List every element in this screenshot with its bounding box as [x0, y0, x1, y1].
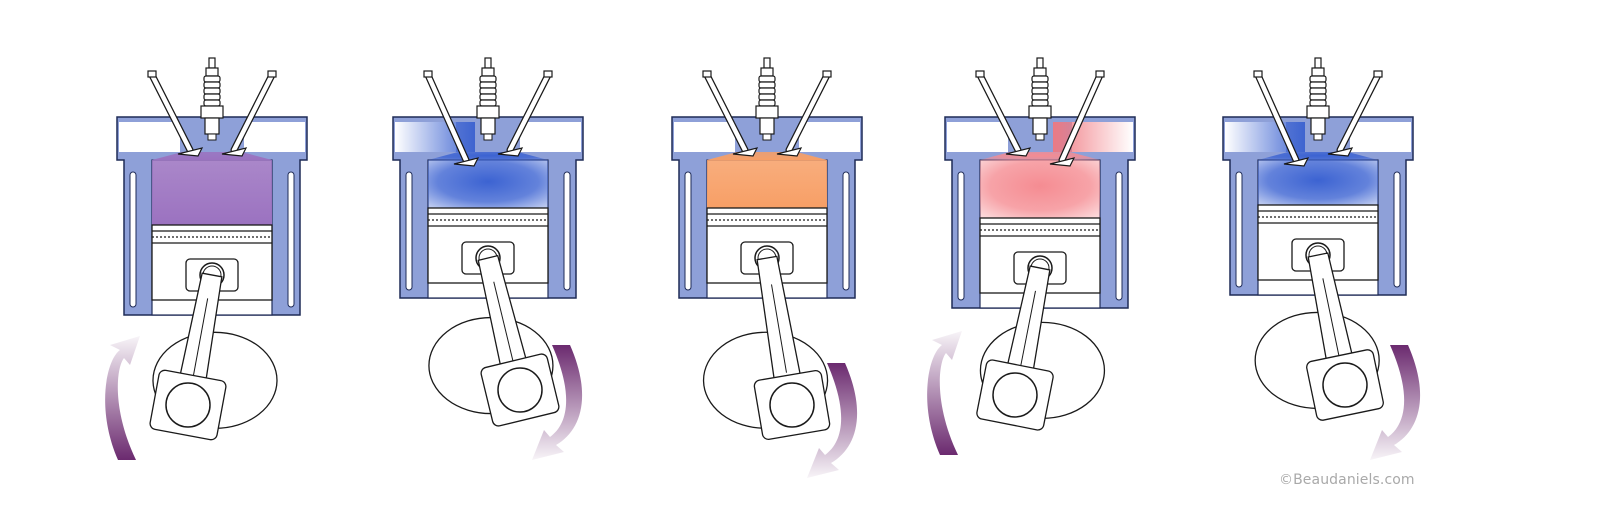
exhaust-valve-head [1049, 157, 1076, 167]
exhaust-port [1350, 122, 1411, 152]
engine-stage-4 [927, 57, 1136, 455]
water-jacket-left [684, 171, 692, 291]
engine-stage-1 [105, 57, 308, 460]
intake-valve-tip [1253, 70, 1263, 78]
rotation-arrow-clockwise [532, 345, 583, 460]
rotation-arrow-clockwise [1370, 345, 1421, 460]
exhaust-port [244, 122, 305, 152]
crankpin [497, 367, 543, 413]
intake-port [947, 122, 1008, 152]
intake-valve-tip [147, 70, 157, 78]
exhaust-valve-tip [1095, 70, 1105, 78]
spark-plug [1028, 57, 1052, 141]
spark-plug [1306, 57, 1330, 141]
crankpin [992, 372, 1038, 418]
water-jacket-right [1393, 171, 1401, 288]
intake-valve-head [732, 147, 759, 157]
gas-charge [1258, 160, 1378, 205]
water-jacket-right [842, 171, 850, 291]
intake-valve-head [177, 147, 204, 157]
exhaust-valve-tip [267, 70, 277, 78]
exhaust-valve-head [1327, 147, 1354, 157]
intake-port [674, 122, 735, 152]
crankpin [1322, 362, 1368, 408]
intake-valve-tip [702, 70, 712, 78]
gas-charge [152, 160, 272, 225]
water-jacket-right [287, 171, 295, 308]
water-jacket-left [957, 171, 965, 301]
water-jacket-left [405, 171, 413, 291]
water-jacket-right [1115, 171, 1123, 301]
gas-charge [707, 160, 827, 208]
intake-port [119, 122, 180, 152]
exhaust-valve-tip [822, 70, 832, 78]
rotation-arrow-clockwise [807, 363, 858, 478]
water-jacket-left [1235, 171, 1243, 288]
spark-plug [200, 57, 224, 141]
exhaust-valve-head [776, 147, 803, 157]
water-jacket-left [129, 171, 137, 308]
rotation-arrow-counterclockwise [927, 331, 962, 455]
crankpin [165, 382, 211, 428]
exhaust-valve-head [221, 147, 248, 157]
rotation-arrow-counterclockwise [105, 336, 140, 460]
intake-valve-head [1283, 157, 1310, 167]
exhaust-valve-tip [1373, 70, 1383, 78]
spark-plug [476, 57, 500, 141]
intake-valve-tip [423, 70, 433, 78]
credit-text: ©Beaudaniels.com [1279, 472, 1415, 488]
exhaust-port [799, 122, 860, 152]
exhaust-valve-head [497, 147, 524, 157]
water-jacket-right [563, 171, 571, 291]
intake-valve-tip [975, 70, 985, 78]
exhaust-valve-tip [543, 70, 553, 78]
engine-stage-5 [1222, 57, 1421, 460]
exhaust-port [520, 122, 581, 152]
gas-charge [980, 160, 1100, 218]
engine-stage-2 [392, 57, 584, 460]
gas-charge [428, 160, 548, 208]
spark-plug [755, 57, 779, 141]
engine-stage-3 [671, 57, 863, 478]
intake-valve-head [1005, 147, 1032, 157]
intake-valve-head [453, 157, 480, 167]
crankpin [769, 382, 815, 428]
